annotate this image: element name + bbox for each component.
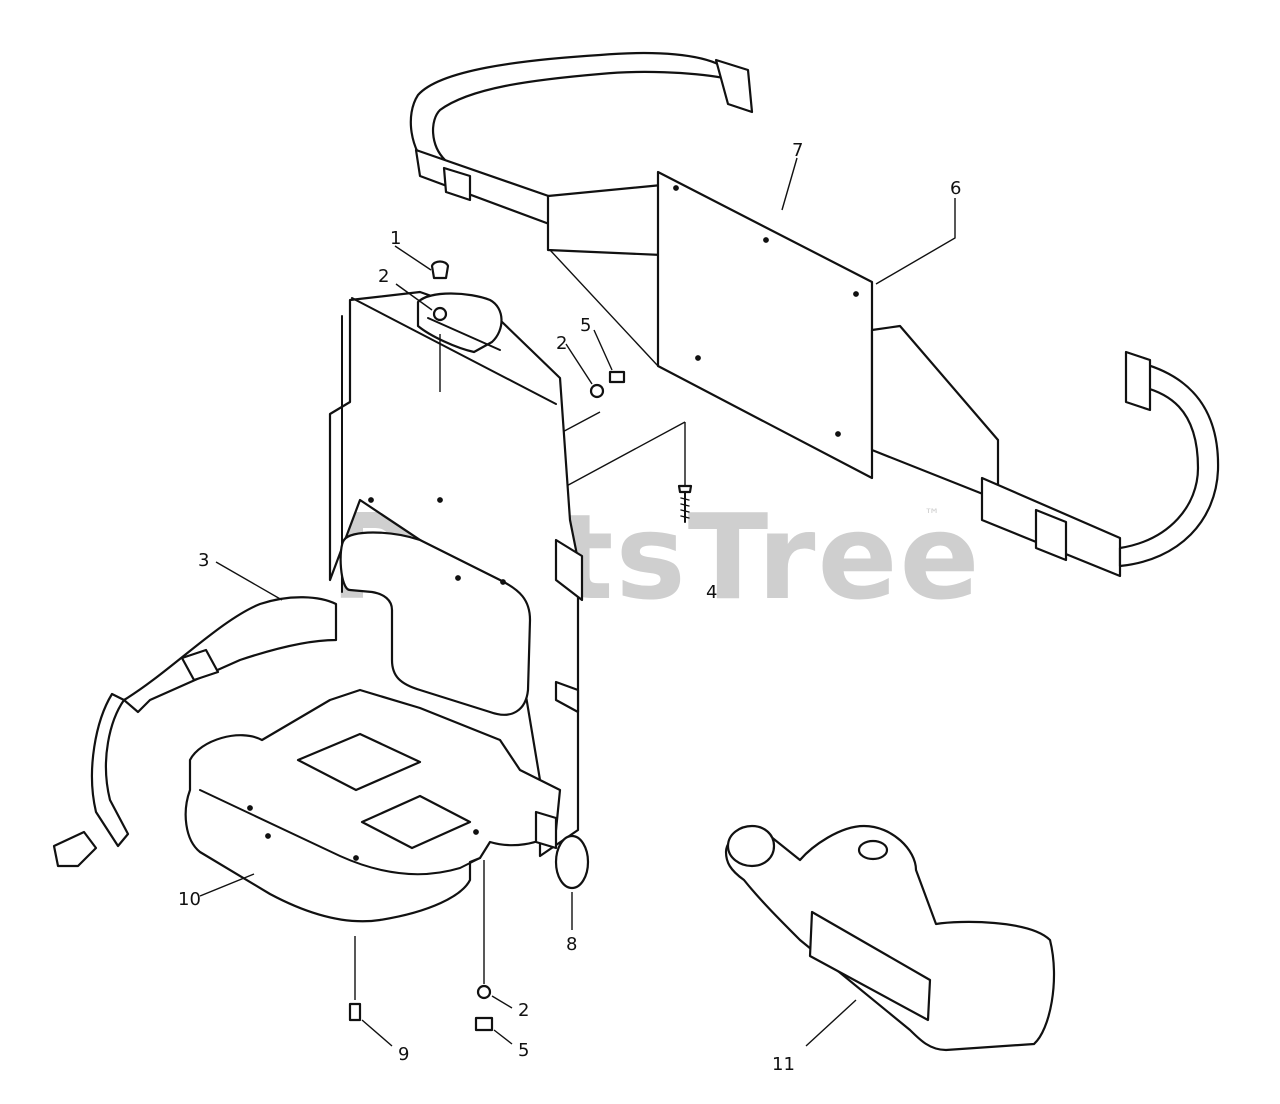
frame-window	[339, 531, 532, 716]
tank-opening	[857, 839, 889, 861]
frame-hole	[368, 497, 374, 503]
belt-adjuster-left	[442, 166, 472, 202]
callout-9: 9	[398, 1044, 409, 1065]
top-fasteners[interactable]	[394, 245, 626, 399]
callout-7: 7	[792, 140, 803, 161]
washer-2c	[476, 984, 492, 1000]
callout-labels: 1 2 5 2 7 6 3 4 10 8 2 5 9 11	[178, 140, 961, 1075]
washer-2a	[432, 306, 448, 322]
frame-side-bracket	[554, 538, 584, 602]
fuel-cap	[726, 824, 776, 868]
frame-latch	[534, 810, 558, 850]
grommet-8	[554, 834, 590, 890]
tank-label-panel	[808, 910, 932, 1022]
leader-2c	[491, 995, 513, 1009]
leader-2a	[395, 283, 433, 311]
callout-8: 8	[566, 934, 577, 955]
belt-upper-strap	[409, 51, 726, 172]
frame-side-bracket-lower	[554, 680, 580, 714]
callout-4: 4	[706, 582, 717, 603]
leader-3	[215, 561, 283, 601]
base-plate-hole	[353, 855, 359, 861]
pad-left-wing	[546, 183, 664, 257]
leader-10	[199, 873, 255, 897]
pad-rivet	[673, 185, 679, 191]
callout-3: 3	[198, 550, 209, 571]
bottom-fasteners[interactable]	[348, 834, 590, 1047]
frame-hole	[455, 575, 461, 581]
strap-upper	[122, 596, 338, 714]
callout-10: 10	[178, 889, 201, 910]
base-plate-hole	[247, 805, 253, 811]
callout-5: 5	[518, 1040, 529, 1061]
pad-rivet	[835, 431, 841, 437]
strap-hook	[52, 830, 98, 868]
leader-5a	[593, 329, 613, 371]
leader-6	[875, 198, 956, 285]
callout-2: 2	[378, 266, 389, 287]
leader-9	[361, 1019, 393, 1047]
watermark-trademark: ™	[924, 505, 940, 524]
pad-edge-line	[549, 249, 659, 367]
callout-2: 2	[518, 1000, 529, 1021]
nut-5a	[608, 370, 626, 384]
frame-hole	[500, 579, 506, 585]
leader-1	[394, 245, 432, 271]
belt-buckle-top	[714, 58, 754, 114]
nut-5b	[474, 1016, 494, 1032]
belt-buckle-end	[1124, 350, 1152, 412]
screw-head	[677, 484, 693, 494]
screw-4[interactable]	[677, 422, 693, 523]
bolt-9	[348, 1002, 362, 1022]
fuel-tank-body	[724, 824, 1056, 1052]
back-pad-with-belt[interactable]	[409, 51, 1220, 578]
screw-thread	[680, 497, 690, 519]
callout-6: 6	[950, 178, 961, 199]
pad-rivet	[853, 291, 859, 297]
frame-hole	[437, 497, 443, 503]
callout-5: 5	[580, 315, 591, 336]
base-plate-inner-edge	[199, 789, 481, 876]
pad-rivet	[763, 237, 769, 243]
back-pad-7	[656, 170, 874, 480]
base-plate-hole	[473, 829, 479, 835]
leader-2b	[565, 343, 593, 385]
leader-11	[805, 999, 857, 1047]
base-plate-recess-a	[296, 732, 422, 792]
base-plate-hole	[265, 833, 271, 839]
screw-1	[430, 260, 450, 280]
pad-rivet	[695, 355, 701, 361]
strap-lower	[90, 692, 130, 848]
belt-buckle-right	[1034, 508, 1068, 562]
callout-1: 1	[390, 228, 401, 249]
callout-2: 2	[556, 333, 567, 354]
fuel-tank-11[interactable]	[724, 824, 1056, 1052]
strap-buckle	[180, 648, 220, 682]
base-plate-recess-b	[360, 794, 472, 850]
leader-7	[781, 157, 798, 211]
frame-top-clip-edge	[427, 317, 501, 351]
belt-left-strap	[414, 148, 562, 230]
callout-11: 11	[772, 1054, 795, 1075]
leader-5b	[493, 1029, 513, 1045]
shoulder-strap-3[interactable]	[52, 596, 338, 868]
belt-right-loop	[1118, 358, 1220, 568]
frame-base-plate-10	[184, 688, 562, 923]
washer-2b	[589, 383, 605, 399]
backpack-frame[interactable]	[184, 290, 584, 923]
pad-right-wing	[870, 324, 1000, 502]
